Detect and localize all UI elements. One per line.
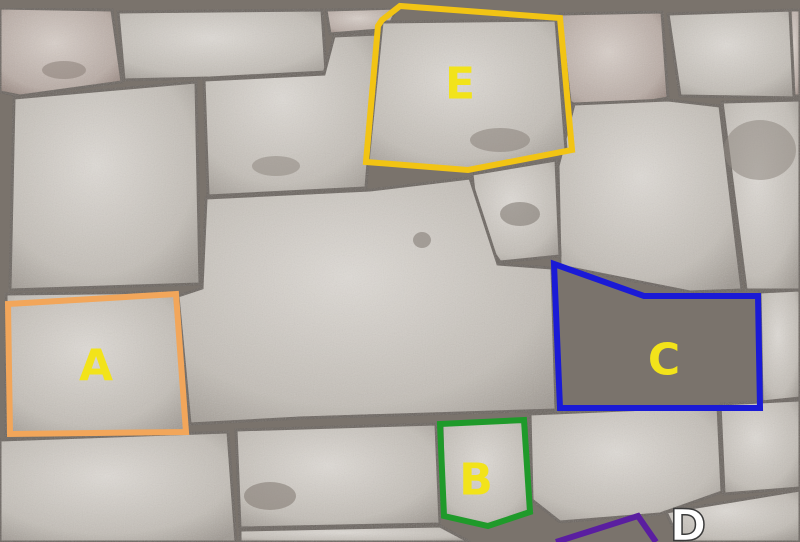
region-labels: A B C D E <box>79 59 707 542</box>
region-d-outline <box>555 512 659 542</box>
chip-spot-5 <box>470 128 530 152</box>
stone-top-2 <box>116 8 328 82</box>
region-c-label: C <box>648 335 680 386</box>
stone-bottom-right <box>663 488 800 542</box>
stone-top-right-2 <box>666 8 800 100</box>
stone-large-central <box>176 176 558 426</box>
stone-bottom-strip <box>238 524 471 542</box>
region-outlines <box>4 2 764 542</box>
stone-details <box>42 61 796 510</box>
chip-spot-2 <box>252 156 300 176</box>
stone-top-edge-right <box>788 8 800 98</box>
stone-row2-left <box>8 80 202 292</box>
stone-lower-left <box>0 430 238 542</box>
chip-spot-6 <box>244 482 296 510</box>
region-b-label: B <box>459 455 493 506</box>
shadow-right <box>724 120 796 180</box>
region-e-label: E <box>445 59 475 110</box>
region-a-outline <box>4 290 190 438</box>
stone-row2-right <box>556 98 744 294</box>
region-d-label: D <box>670 501 707 542</box>
stone-lower-2 <box>234 422 442 530</box>
region-b-outline <box>436 416 534 530</box>
stone-top-right-1 <box>558 10 670 114</box>
chip-spot-3 <box>413 232 431 248</box>
stone-right-middle <box>758 288 800 404</box>
chip-spot-1 <box>42 61 86 79</box>
region-c-outline <box>550 259 764 411</box>
stone-lower-right <box>718 398 800 496</box>
chip-spot-4 <box>500 202 540 226</box>
stones <box>0 6 800 542</box>
region-e-outline <box>362 2 576 174</box>
region-a-label: A <box>79 341 113 392</box>
stone-top-left <box>0 6 124 98</box>
